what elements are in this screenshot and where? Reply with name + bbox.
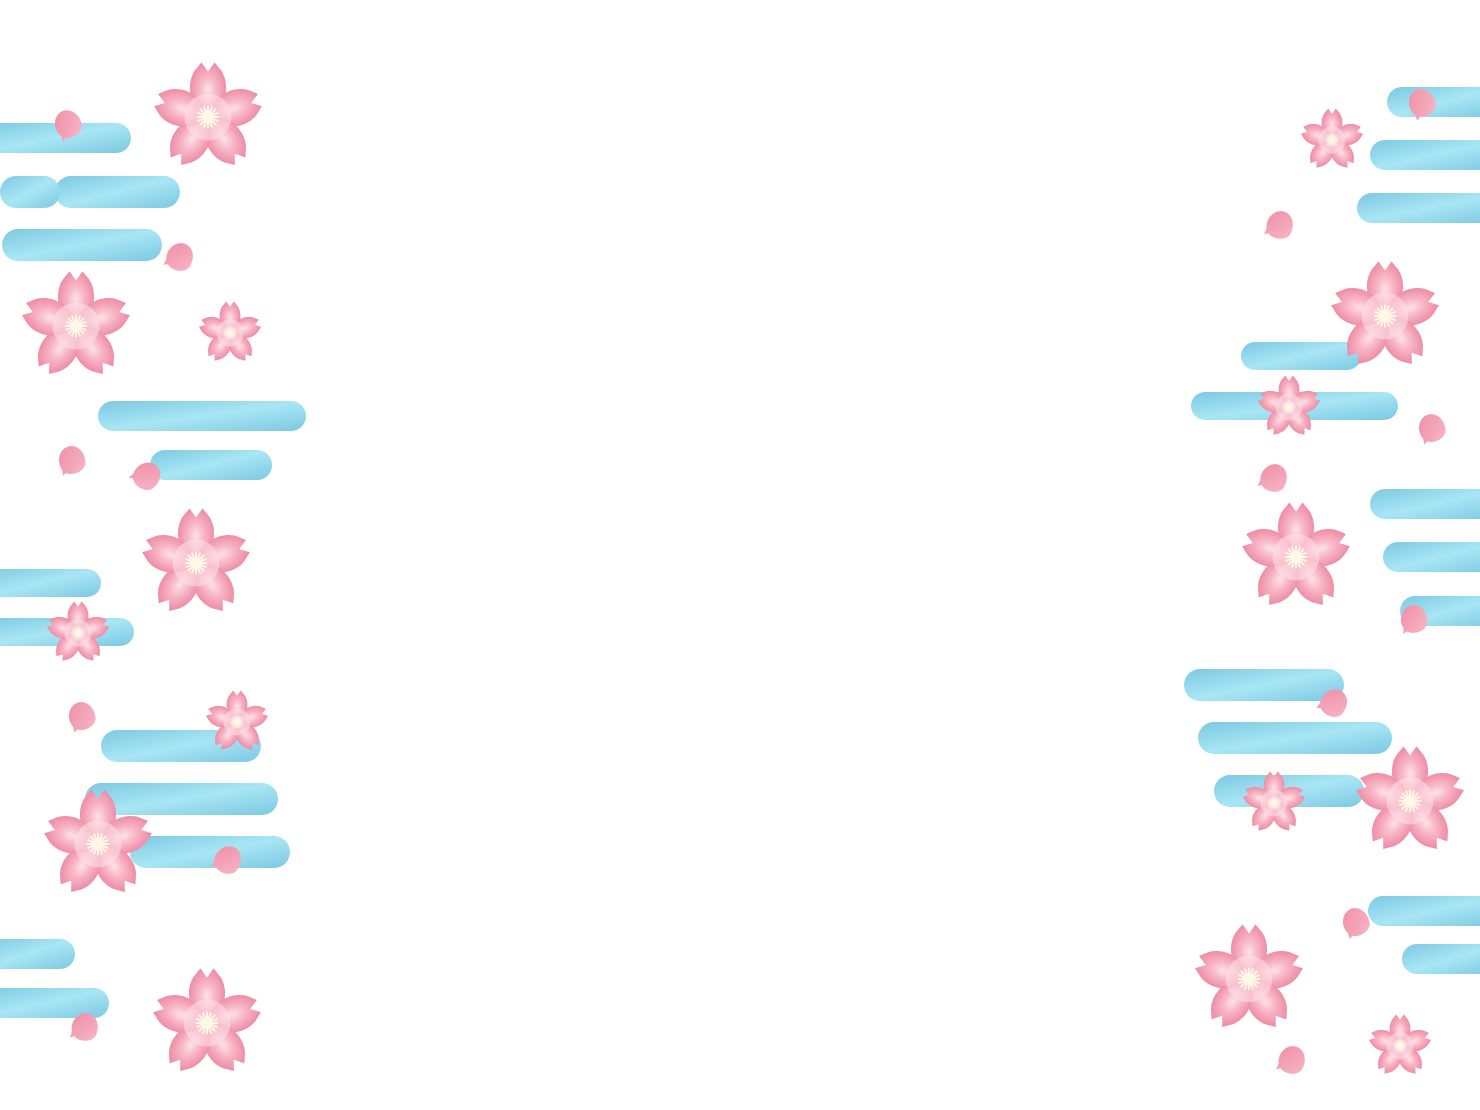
petal-icon — [64, 698, 99, 734]
mist-cloud-band — [98, 401, 306, 480]
cherry-blossom-icon — [149, 968, 264, 1077]
cherry-blossom-icon — [1299, 109, 1365, 172]
cherry-blossom-icon — [197, 302, 263, 365]
cherry-blossom-icon — [150, 62, 265, 171]
petal-icon — [1414, 410, 1449, 446]
cherry-blossom-icon — [1256, 376, 1322, 439]
mist-cloud-band — [1184, 669, 1392, 807]
mist-cloud-band — [85, 730, 290, 868]
mist-cloud-band — [0, 939, 109, 1018]
cherry-blossom-icon — [1367, 1015, 1433, 1078]
cherry-blossom-icon — [138, 508, 253, 617]
cherry-blossom-icon — [18, 271, 133, 380]
cherry-blossom-icon — [1191, 924, 1306, 1033]
cherry-blossom-icon — [45, 602, 111, 665]
petal-icon — [55, 443, 88, 477]
cherry-blossom-icon — [1238, 502, 1353, 611]
petal-icon — [162, 239, 197, 275]
petal-icon — [1263, 208, 1297, 242]
mist-cloud-band — [1370, 489, 1480, 626]
mist-cloud-band — [0, 123, 180, 261]
petal-icon — [1275, 1043, 1309, 1077]
mist-cloud-band — [1368, 896, 1480, 974]
cherry-blossom-icon — [1352, 746, 1467, 855]
petal-icon — [1256, 460, 1291, 496]
